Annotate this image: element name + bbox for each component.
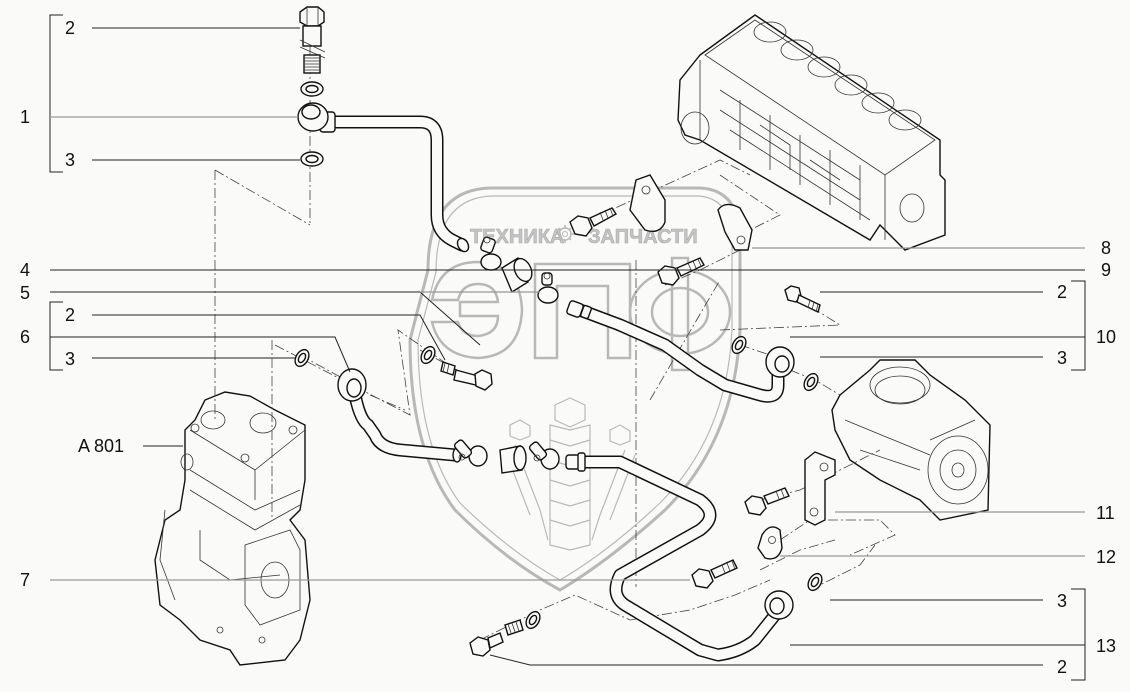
p-clip-lower <box>757 526 783 560</box>
sealing-washer-6a <box>294 348 310 368</box>
flange-bolt-lower <box>691 559 738 589</box>
banjo-bolt-10 <box>784 285 821 313</box>
callout-13-3: 3 <box>1057 591 1067 611</box>
callout-labels: 2 1 3 4 5 2 6 3 A 801 7 8 9 2 10 3 11 12… <box>20 18 1116 677</box>
hose-clamp-lower-2 <box>528 441 560 470</box>
flange-bolt-upper-2 <box>657 257 705 286</box>
callout-5: 5 <box>20 283 30 303</box>
sealing-washer-13b <box>525 610 541 630</box>
p-clip-upper-1 <box>629 174 666 233</box>
banjo-fitting-10 <box>765 346 795 378</box>
watermark-wheat <box>504 397 636 551</box>
callout-10-2: 2 <box>1057 282 1067 302</box>
pipe-assembly-right <box>566 300 785 403</box>
sealing-washer-6b <box>420 345 436 365</box>
callout-13: 13 <box>1096 636 1116 656</box>
callout-6-3: 3 <box>65 349 75 369</box>
air-compressor <box>154 391 311 666</box>
leader-lines <box>49 14 1086 681</box>
sealing-washer-13a <box>807 572 823 592</box>
hose-clamp-lower-1 <box>453 439 488 467</box>
flange-bolt-upper-1 <box>569 207 618 237</box>
pipe-assembly-lower <box>565 452 782 662</box>
callout-9: 9 <box>1101 260 1111 280</box>
sealing-washer-10a <box>731 335 747 355</box>
callout-6-2: 2 <box>65 305 75 325</box>
callout-1-3: 3 <box>65 150 75 170</box>
callout-7: 7 <box>20 570 30 590</box>
callout-1: 1 <box>20 107 30 127</box>
callout-10-3: 3 <box>1057 348 1067 368</box>
banjo-bolt-1 <box>299 6 326 74</box>
callout-13-2: 2 <box>1057 657 1067 677</box>
engine-block <box>677 14 946 251</box>
callout-12: 12 <box>1096 547 1116 567</box>
sealing-washer-1b <box>300 151 324 167</box>
callout-11: 11 <box>1096 503 1115 523</box>
sealing-washer-1a <box>300 81 324 97</box>
callout-8: 8 <box>1101 238 1111 258</box>
banjo-bolt-6 <box>440 361 493 391</box>
watermark-shield <box>408 186 742 592</box>
callout-6: 6 <box>20 327 30 347</box>
banjo-fitting-1 <box>297 102 329 132</box>
callout-4: 4 <box>20 260 30 280</box>
rubber-hose-upper <box>501 256 533 294</box>
rubber-hose-lower <box>499 445 527 474</box>
pipe-assembly-middle <box>348 388 462 463</box>
callout-a801: A 801 <box>78 436 124 456</box>
watermark-text-right: ЗАПЧАСТИ <box>588 226 698 248</box>
bracket <box>804 451 836 526</box>
pipe-assembly-upper <box>319 111 470 253</box>
callout-1-2: 2 <box>65 18 75 38</box>
sealing-washer-10b <box>803 372 819 392</box>
callout-10: 10 <box>1096 327 1116 347</box>
banjo-fitting-6 <box>337 368 367 402</box>
injection-pump-housing <box>831 359 991 521</box>
banjo-fitting-13 <box>764 590 794 620</box>
flange-bolt-bracket <box>744 487 790 516</box>
p-clip-upper-2 <box>717 203 753 251</box>
hose-clamp-upper-2 <box>537 272 559 304</box>
gear-icon <box>556 225 574 243</box>
banjo-bolt-13 <box>469 619 524 657</box>
